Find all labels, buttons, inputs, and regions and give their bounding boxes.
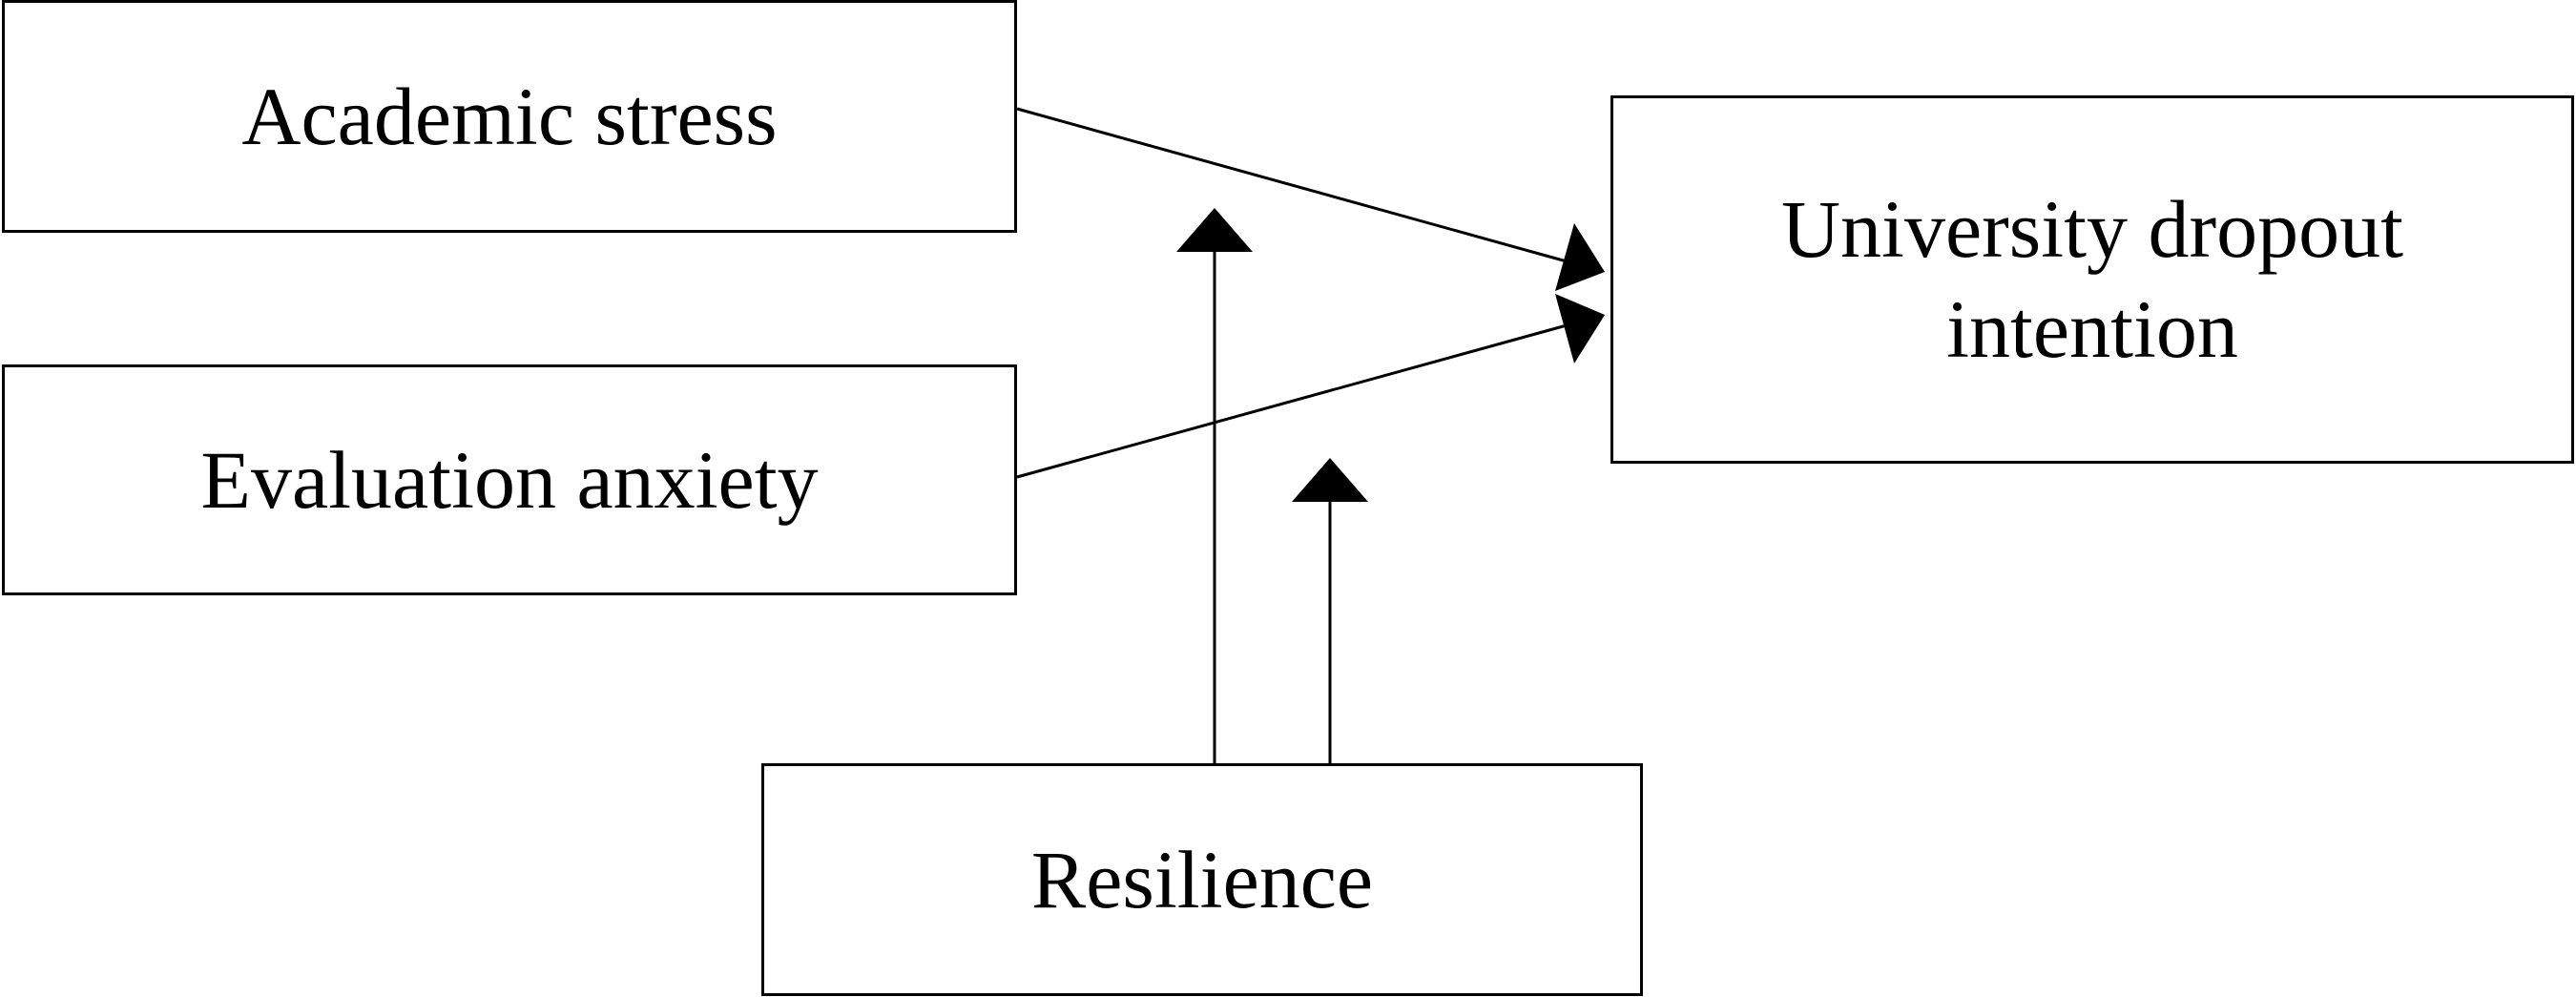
node-university-dropout-intention: University dropout intention — [1610, 95, 2574, 464]
arrow-stress-to-dropout — [1016, 107, 1568, 263]
node-academic-stress: Academic stress — [2, 0, 1017, 233]
arrow-anxiety-to-dropout — [1016, 323, 1568, 479]
node-resilience: Resilience — [761, 763, 1643, 996]
node-university-dropout-intention-label: University dropout intention — [1780, 183, 2404, 375]
arrowhead-stress-to-dropout — [1555, 223, 1605, 291]
moderation-arrowhead-1 — [1176, 208, 1253, 252]
node-resilience-label: Resilience — [1030, 833, 1374, 925]
node-evaluation-anxiety-label: Evaluation anxiety — [200, 433, 819, 526]
moderation-arrowhead-2 — [1292, 458, 1368, 502]
node-academic-stress-label: Academic stress — [241, 70, 778, 162]
node-evaluation-anxiety: Evaluation anxiety — [2, 364, 1017, 595]
arrowhead-anxiety-to-dropout — [1555, 294, 1605, 363]
